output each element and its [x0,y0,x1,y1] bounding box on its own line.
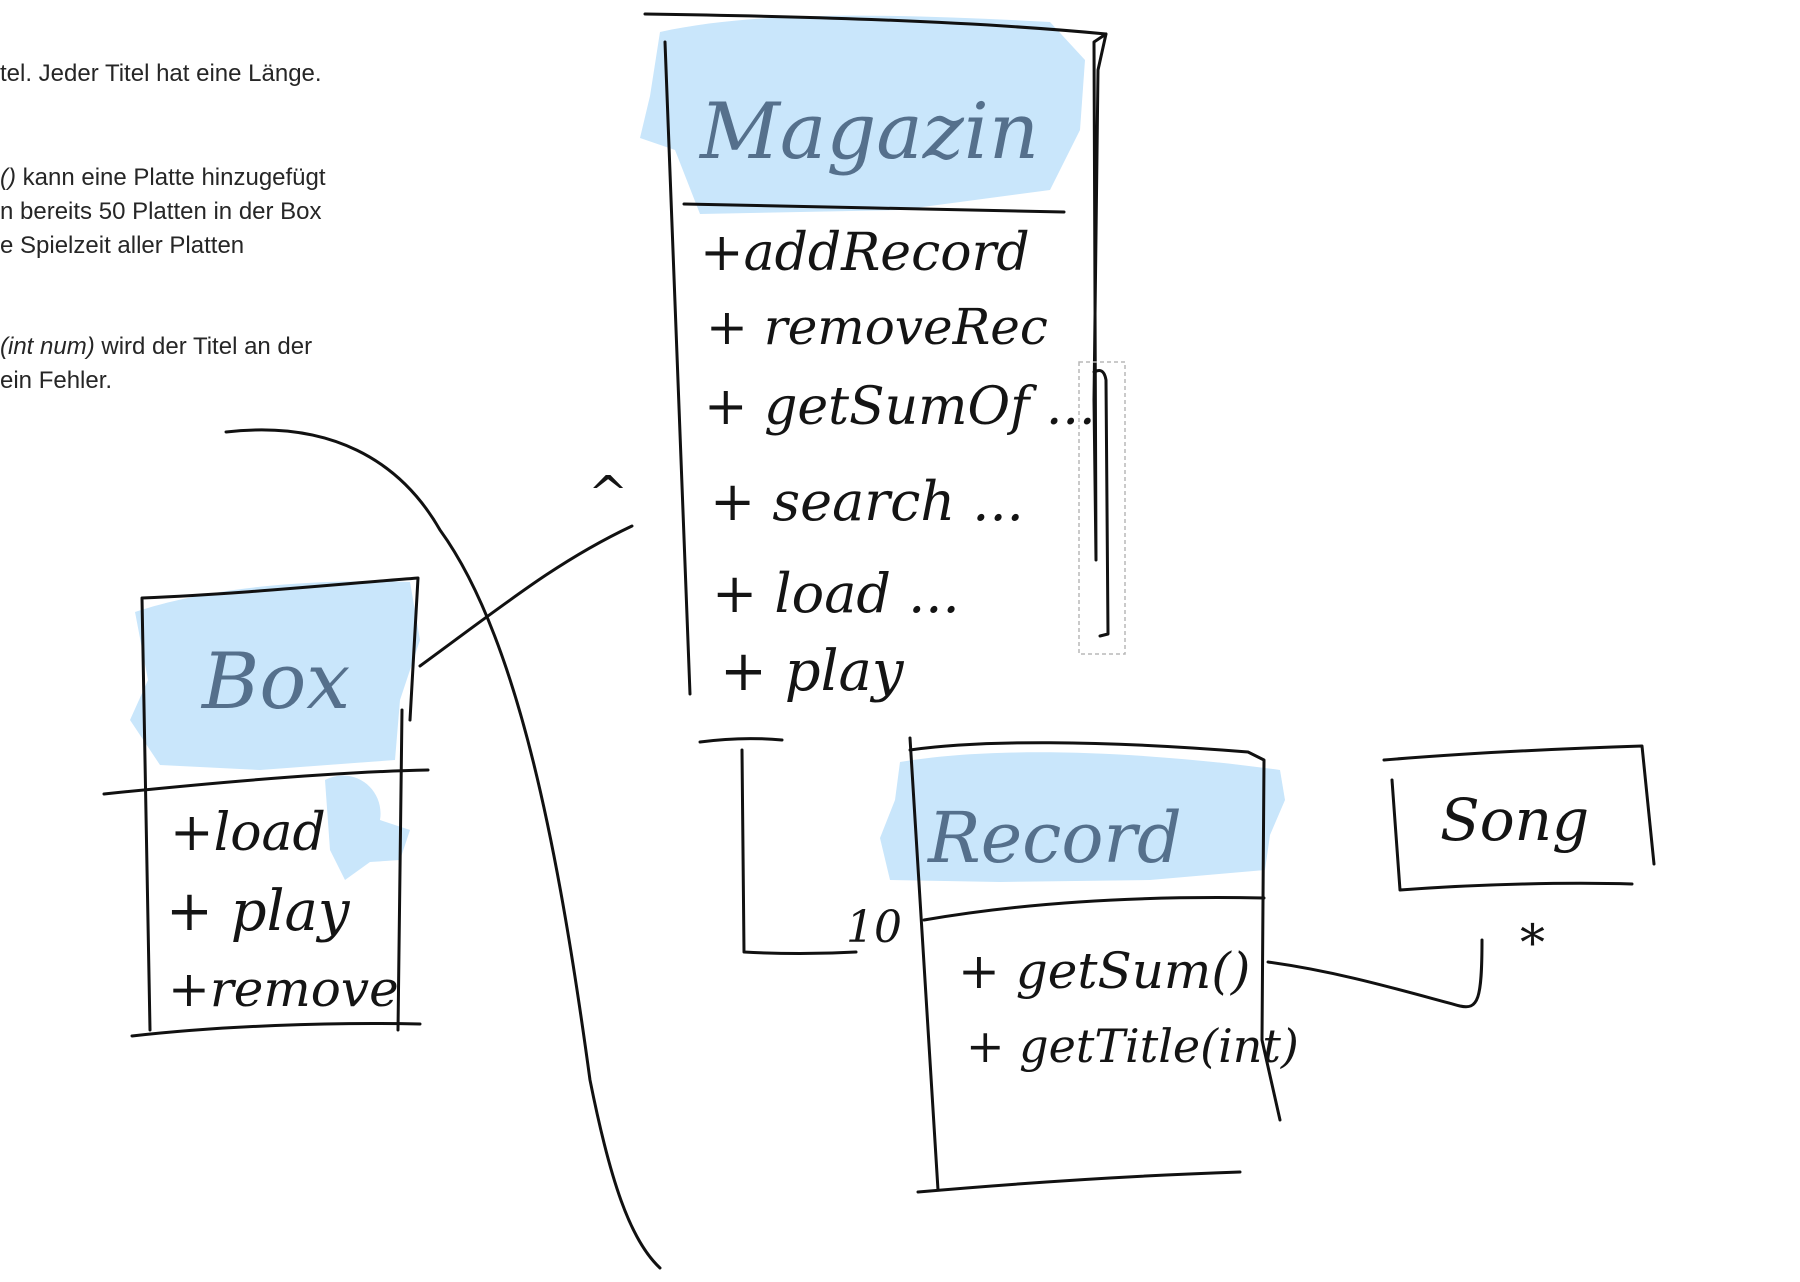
record-bottom-line [916,1170,1242,1194]
magazin-class: Magazin +addRecord + removeRec + getSumO… [643,12,1126,704]
box-title: Box [200,637,350,727]
magazin-record-aggregation [698,737,858,955]
magazin-method: + search ... [710,470,1024,533]
document-line-text: wird der Titel an der [94,333,313,360]
box-title-divider [102,768,430,796]
box-method: + play [166,879,351,944]
document-line: ein Fehler. [0,367,113,394]
magazin-method: + getSumOf ... [704,377,1095,437]
document-line: (int num) wird der Titel an der [0,333,312,361]
document-line: e Spielzeit aller Platten [0,232,245,259]
box-class: Box +load + play +remove [102,576,430,1038]
box-method: +load [170,803,326,863]
song-class-outline [1382,744,1656,892]
box-title-highlight [130,581,420,770]
multiplicity-song: * [1520,914,1545,972]
box-class-outline [140,576,420,1032]
multiplicity-record: 10 [846,902,902,953]
magazin-method: + load ... [712,562,960,625]
record-title: Record [926,797,1182,879]
box-title-highlight-spot [325,775,410,880]
record-song-association [1266,938,1484,1009]
song-title: Song [1440,786,1589,854]
selection-frame [1078,361,1126,655]
record-class-outline [908,736,1282,1192]
magazin-title-highlight [640,15,1085,215]
song-class: Song [1382,744,1656,892]
document-line-emphasis: (int num) [0,333,95,360]
magazin-method: + play [720,639,905,704]
magazin-method: +addRecord [700,223,1030,283]
magazin-title: Magazin [698,87,1039,177]
record-method: + getSum() [958,942,1250,1000]
association-arrow-mark: ^ [588,466,628,522]
magazin-bracket [1092,369,1110,638]
record-class: Record + getSum() + getTitle(int) [908,736,1299,1194]
magazin-title-divider [682,202,1066,214]
document-line: tel. Jeder Titel hat eine Länge. [0,60,322,87]
document-line: n bereits 50 Platten in der Box [0,198,322,225]
document-text-fragment: tel. Jeder Titel hat eine Länge. () kann… [0,0,400,420]
record-method: + getTitle(int) [966,1019,1299,1073]
magazin-method: + removeRec [706,298,1048,356]
document-line-text: kann eine Platte hinzugefügt [15,164,326,191]
magazin-class-outline [643,12,1108,696]
record-title-divider [922,896,1266,922]
box-magazin-association [418,524,634,668]
document-line: () kann eine Platte hinzugefügt [0,164,326,192]
record-title-highlight [880,752,1285,882]
document-line-emphasis: () [0,164,16,191]
box-bottom-line [130,1022,422,1038]
long-curve-stroke [224,428,662,1270]
box-method: +remove [168,960,399,1018]
